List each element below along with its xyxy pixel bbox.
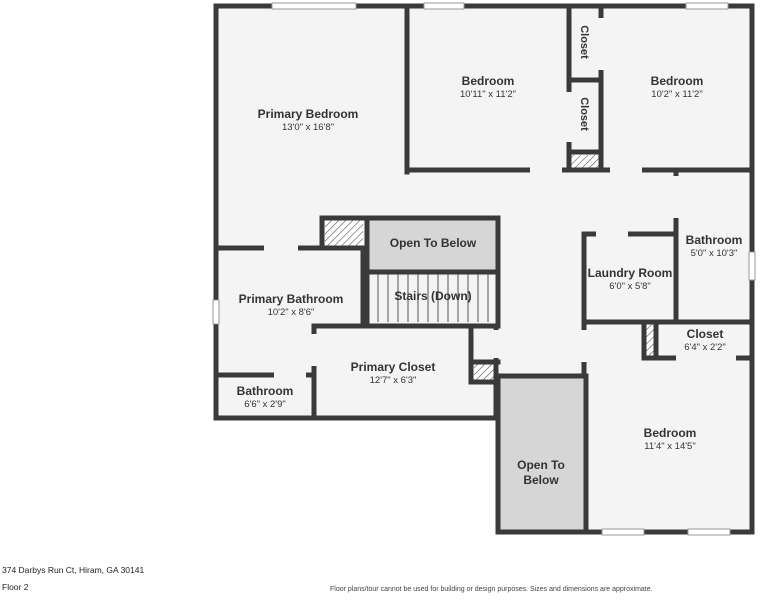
room-dimensions: 6'4" x 2'2" xyxy=(684,342,726,353)
room-dimensions: 11'4" x 14'5" xyxy=(644,441,696,452)
room-dimensions: 10'2" x 8'6" xyxy=(267,307,315,318)
room-dimensions: 12'7" x 6'3" xyxy=(369,375,417,386)
room-stairs: Stairs (Down) xyxy=(370,289,496,304)
chase-hatch-3 xyxy=(474,364,496,380)
room-name: Stairs (Down) xyxy=(394,289,472,303)
open-below-lower-wall xyxy=(495,373,589,535)
room-name: Primary Bedroom xyxy=(257,107,359,121)
room-bathroom-small: Bathroom 6'6" x 2'9" xyxy=(218,384,312,411)
chase-hatch-1 xyxy=(325,220,363,247)
disclaimer-text: Floor plans/tour cannot be used for buil… xyxy=(330,586,653,593)
room-dimensions: 13'0" x 16'8" xyxy=(281,122,335,133)
room-name: Primary Closet xyxy=(350,360,436,374)
room-name: Open To Below xyxy=(517,458,565,487)
room-name: Bedroom xyxy=(461,74,515,88)
room-open-to-below-upper: Open To Below xyxy=(370,236,496,251)
room-name: Closet xyxy=(686,327,724,341)
address-text: 374 Darbys Run Ct, Hiram, GA 30141 xyxy=(2,565,145,575)
room-open-to-below-lower: Open To Below xyxy=(500,438,582,508)
room-closet-right: Closet 6'4" x 2'2" xyxy=(660,327,750,354)
room-name: Bedroom xyxy=(643,426,697,440)
room-bathroom-right: Bathroom 5'0" x 10'3" xyxy=(678,233,750,260)
room-laundry: Laundry Room 6'0" x 5'8" xyxy=(586,266,674,293)
room-dimensions: 6'6" x 2'9" xyxy=(244,399,286,410)
floor-label: Floor 2 xyxy=(2,582,29,592)
room-bedroom-lower-right: Bedroom 11'4" x 14'5" xyxy=(590,426,750,453)
room-name: Open To Below xyxy=(389,236,477,250)
room-primary-bathroom: Primary Bathroom 10'2" x 8'6" xyxy=(222,292,360,319)
chase-hatch-2 xyxy=(571,155,599,169)
room-name: Bedroom xyxy=(650,74,704,88)
room-dimensions: 5'0" x 10'3" xyxy=(690,248,738,259)
room-bedroom-top-right: Bedroom 10'2" x 11'2" xyxy=(610,74,744,101)
room-closet-upper: Closet xyxy=(578,25,590,59)
floor-plan: Primary Bedroom 13'0" x 16'8" Bedroom 10… xyxy=(212,2,756,536)
room-name: Bathroom xyxy=(685,233,743,247)
door-openings xyxy=(264,18,736,379)
room-primary-bedroom: Primary Bedroom 13'0" x 16'8" xyxy=(230,107,386,134)
stairs-treads xyxy=(367,272,498,324)
room-name: Bathroom xyxy=(236,384,294,398)
room-name: Laundry Room xyxy=(587,266,673,280)
room-dimensions: 10'2" x 11'2" xyxy=(651,89,703,100)
room-closet-lower: Closet xyxy=(578,97,590,131)
floor-plan-drawing xyxy=(212,2,756,536)
room-dimensions: 6'0" x 5'8" xyxy=(609,281,651,292)
room-name: Primary Bathroom xyxy=(238,292,344,306)
room-bedroom-top-middle: Bedroom 10'11" x 11'2" xyxy=(420,74,556,101)
windows xyxy=(212,2,756,536)
room-dimensions: 10'11" x 11'2" xyxy=(460,89,516,100)
open-to-below-upper-fill xyxy=(367,218,498,272)
room-primary-closet: Primary Closet 12'7" x 6'3" xyxy=(318,360,468,387)
open-to-below-lower-fill xyxy=(498,376,584,532)
chase-hatch-4 xyxy=(646,322,656,358)
